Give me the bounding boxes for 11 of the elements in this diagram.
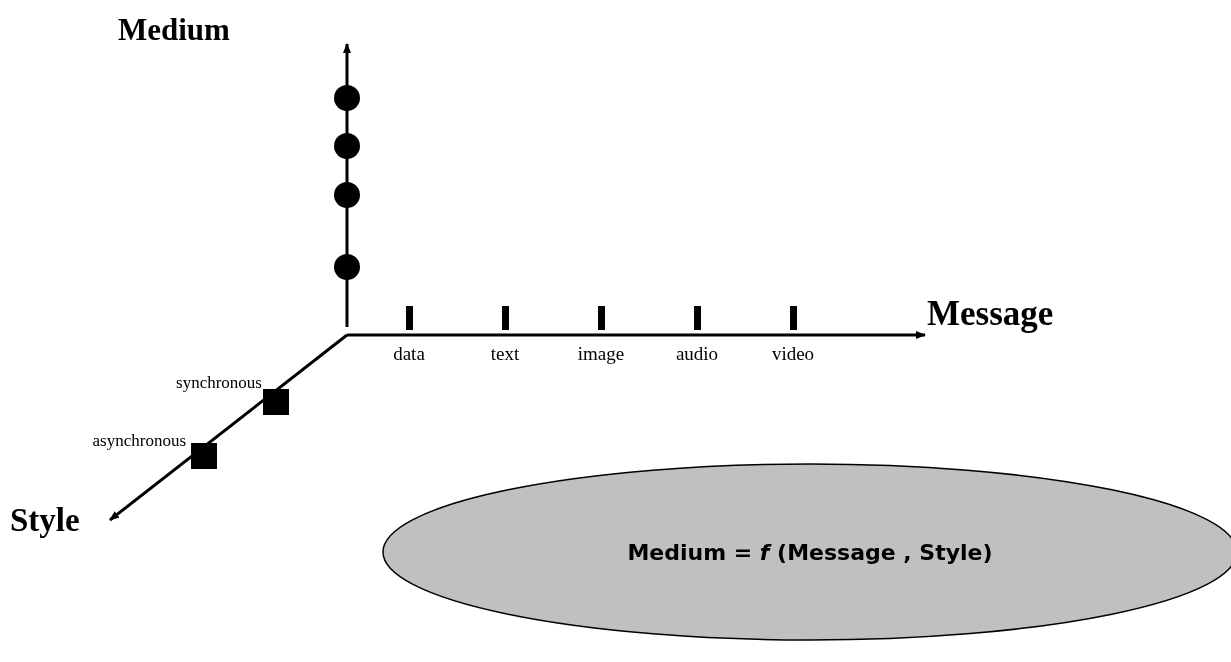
- formula-text: Medium = f (Message , Style): [627, 539, 993, 565]
- tick-label: image: [577, 344, 625, 363]
- tick-label: synchronous: [176, 374, 262, 391]
- axis-title: Medium: [118, 14, 230, 45]
- axis-title: Message: [927, 296, 1054, 331]
- axis-title: Style: [10, 504, 80, 537]
- tick-label: asynchronous: [92, 432, 186, 449]
- tick-label: video: [771, 344, 815, 363]
- tick-label: data: [393, 344, 425, 363]
- tick-label: text: [490, 344, 520, 363]
- tick-label: audio: [675, 344, 719, 363]
